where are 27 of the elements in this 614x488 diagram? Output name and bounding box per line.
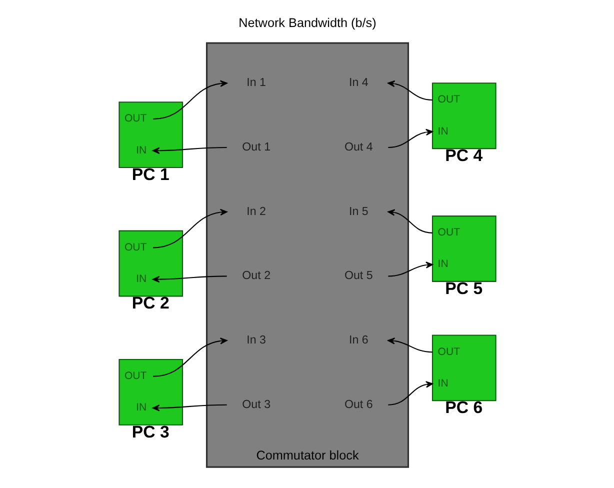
- arrow: [152, 80, 227, 120]
- node-text: Out 4: [344, 140, 372, 154]
- node-text: Out 2: [242, 269, 270, 282]
- arrow: [152, 404, 226, 412]
- node-label: Commutator block: [256, 448, 358, 462]
- arrow: [152, 338, 227, 377]
- node-text: In 5: [348, 204, 368, 218]
- node-text: Out 6: [344, 398, 372, 411]
- node-text: In 6: [348, 333, 368, 346]
- arrow: [152, 276, 226, 283]
- node-text: In 4: [348, 76, 368, 90]
- arrow: [387, 80, 432, 101]
- node-text: In 2: [246, 204, 266, 218]
- node-text: In 3: [246, 333, 266, 346]
- node-label: Network Bandwidth (b/s): [238, 16, 376, 30]
- arrow: [152, 208, 227, 248]
- node-text: Out 5: [344, 269, 372, 282]
- arrow: [152, 146, 226, 154]
- arrow: [388, 128, 433, 148]
- node-text: Out 3: [242, 398, 270, 411]
- arrow: [387, 338, 432, 353]
- node-text: In 1: [246, 76, 266, 90]
- cluster: [205, 42, 409, 468]
- arrow: [388, 262, 433, 277]
- arrow: [387, 209, 432, 234]
- arrow: [388, 381, 433, 406]
- node-text: Out 1: [242, 140, 270, 154]
